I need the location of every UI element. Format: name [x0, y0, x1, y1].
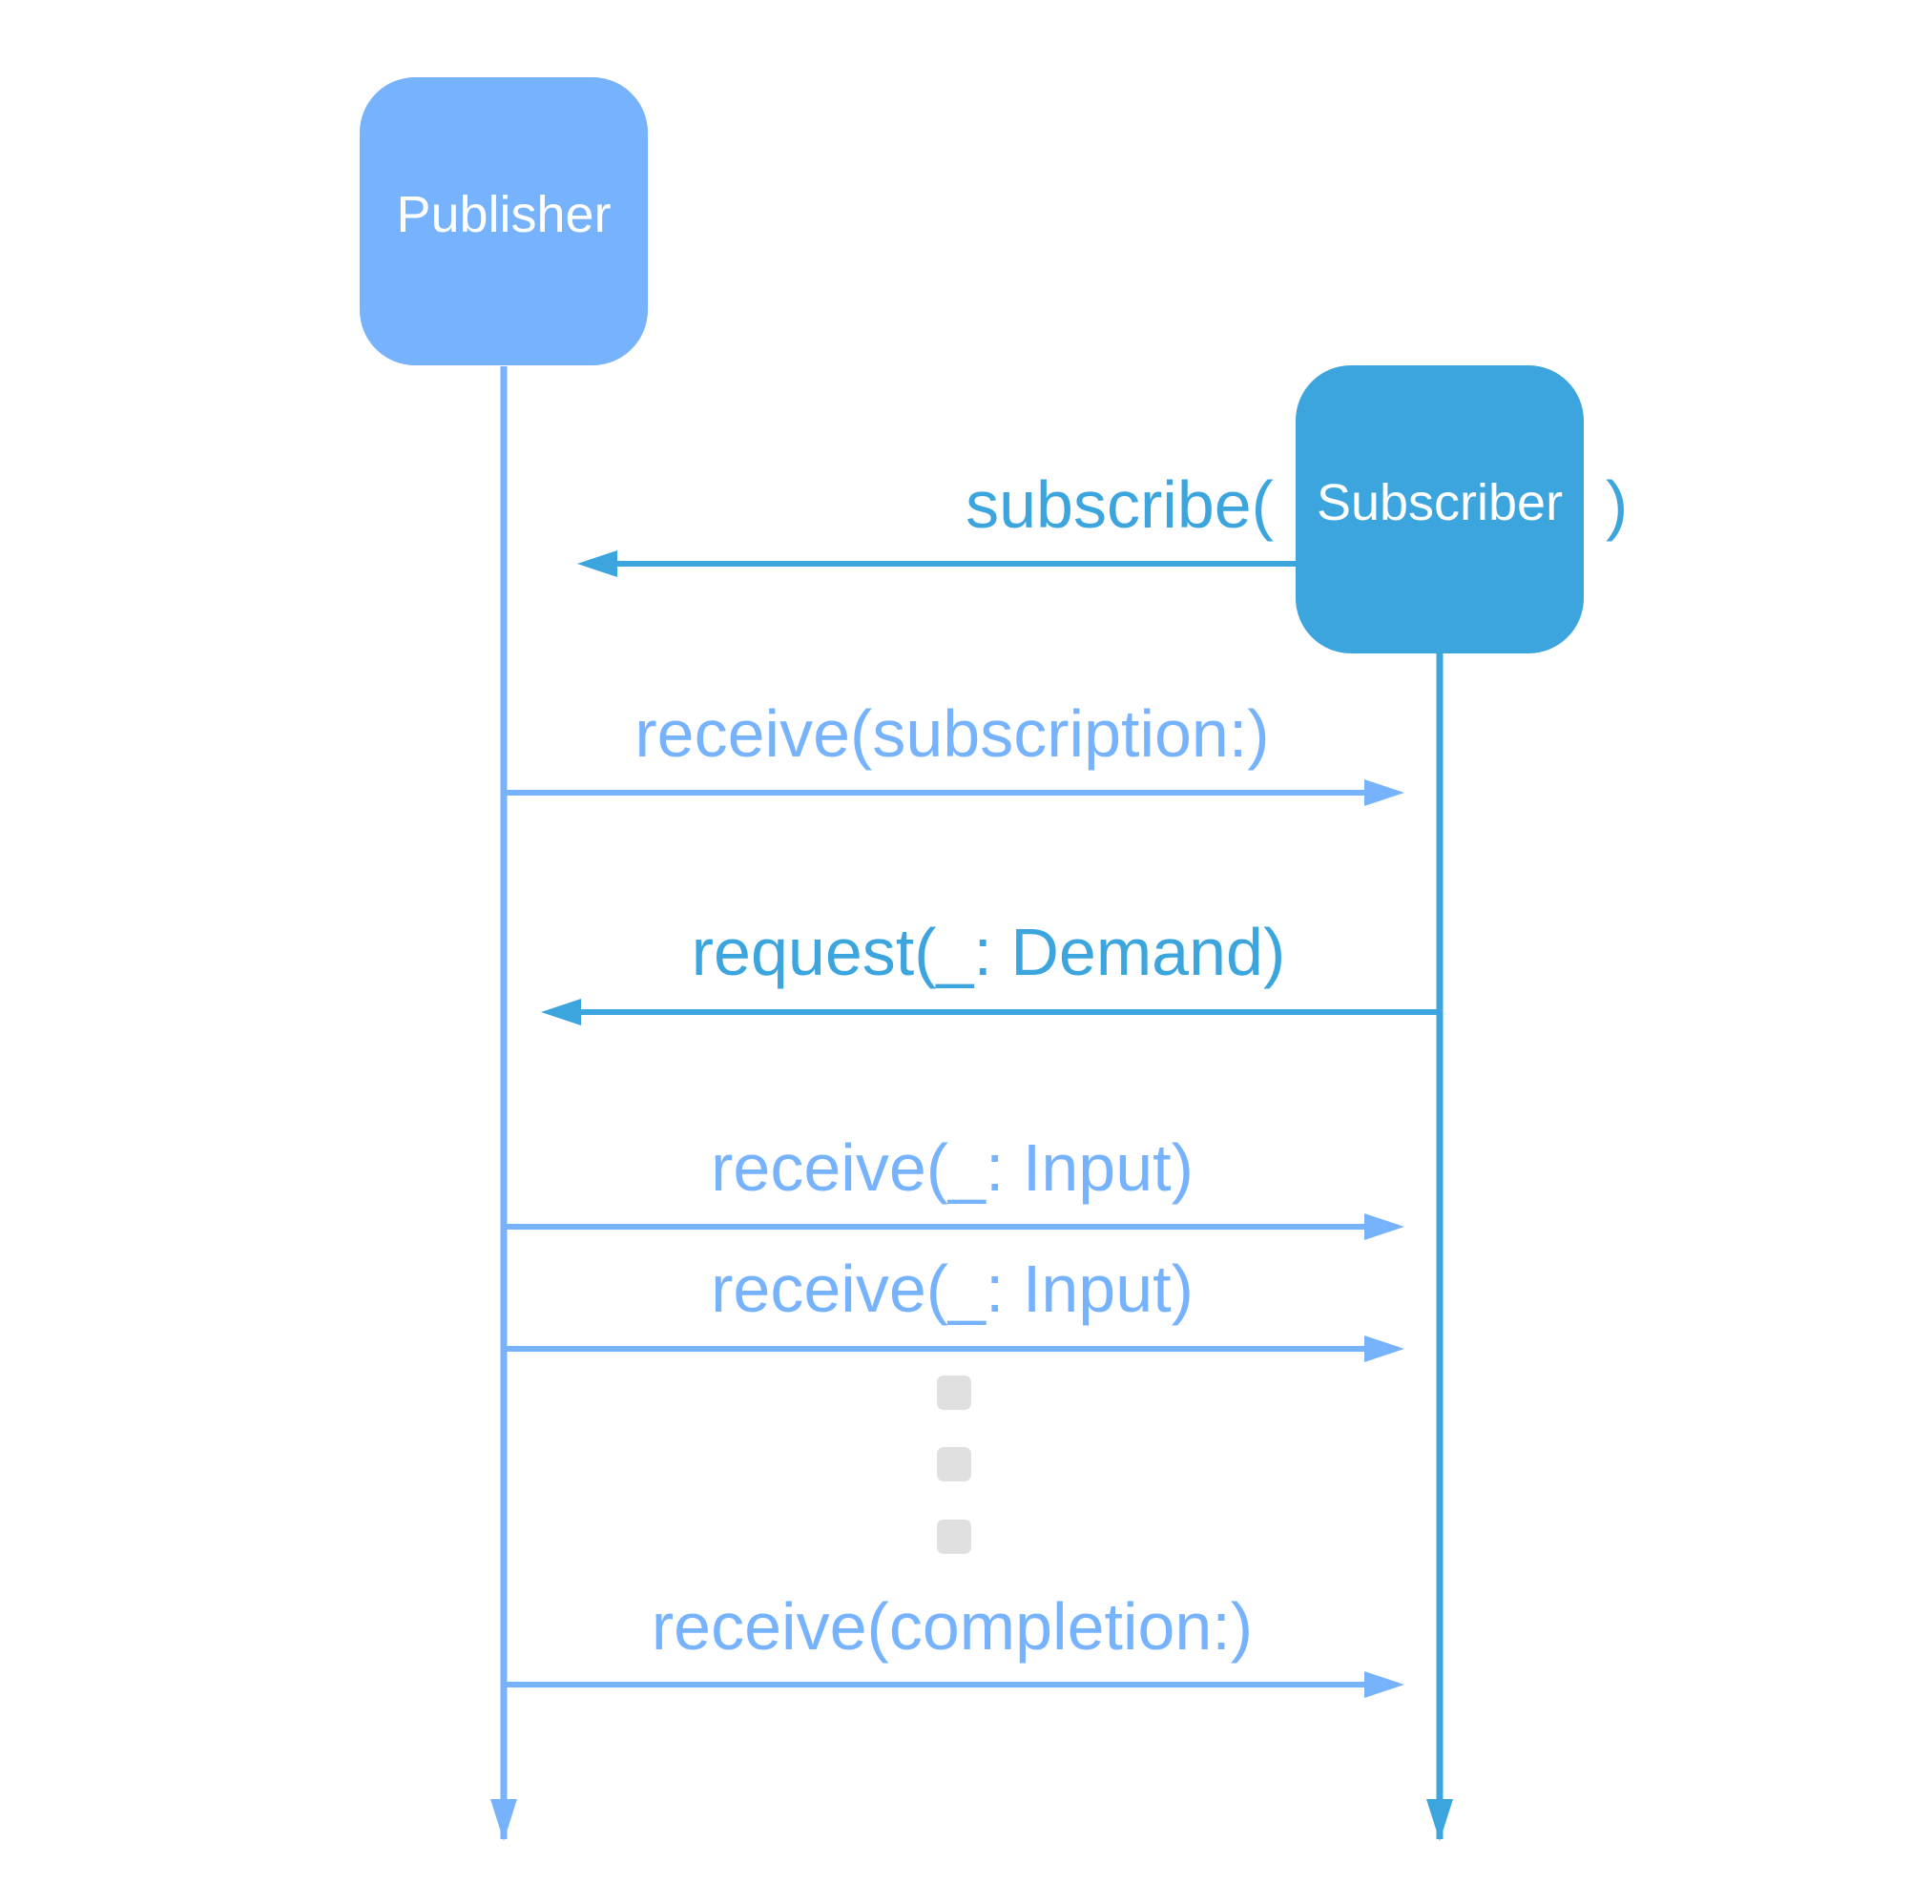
receive-input-label: receive(_: Input)	[711, 1130, 1194, 1205]
receive-subscription-arrowhead	[1364, 779, 1404, 806]
ellipsis-dot	[937, 1447, 971, 1481]
subscriber-lifeline-arrowhead	[1426, 1799, 1453, 1841]
publisher-lifeline-arrowhead	[490, 1799, 517, 1841]
request-demand-arrowhead	[541, 999, 581, 1025]
publisher-label: Publisher	[396, 186, 611, 243]
request-demand-label: request(_: Demand)	[692, 915, 1286, 989]
subscribe-suffix-label: )	[1606, 467, 1628, 542]
ellipsis	[937, 1376, 971, 1554]
receive-input-label-2: receive(_: Input)	[711, 1252, 1194, 1326]
subscribe-arrowhead	[577, 550, 617, 577]
subscriber-label: Subscriber	[1317, 474, 1563, 531]
receive-subscription-label: receive(subscription:)	[634, 696, 1269, 771]
subscribe-prefix-label: subscribe(	[966, 467, 1274, 542]
receive-input-arrowhead-2	[1364, 1335, 1404, 1362]
receive-completion-label: receive(completion:)	[652, 1589, 1253, 1664]
publisher-box	[360, 77, 648, 365]
subscriber-box	[1296, 365, 1584, 653]
receive-input-arrowhead	[1364, 1213, 1404, 1240]
publisher-actor: Publisher	[360, 77, 648, 365]
ellipsis-dot	[937, 1376, 971, 1410]
ellipsis-dot	[937, 1520, 971, 1554]
receive-completion-arrowhead	[1364, 1671, 1404, 1698]
subscriber-actor: Subscriber	[1296, 365, 1584, 653]
